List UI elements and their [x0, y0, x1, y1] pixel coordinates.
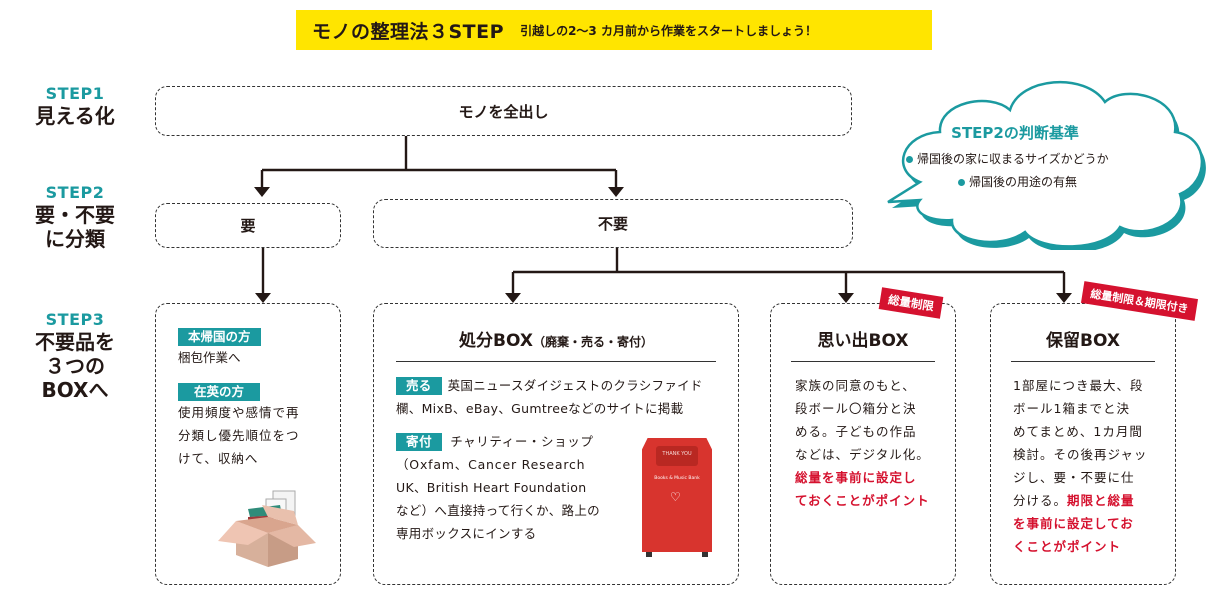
- all-out-box: モノを全出し: [155, 86, 852, 136]
- hold-line3: めてまとめ、1カ月間: [1013, 424, 1143, 439]
- tag-staying-uk: 在英の方: [178, 383, 261, 401]
- memory-divider: [791, 361, 935, 362]
- memory-line3: める。子どもの作品: [795, 424, 917, 439]
- cloud-item-1: 帰国後の家に収まるサイズかどうか: [906, 150, 1109, 167]
- returning-home-text: 梱包作業へ: [178, 350, 241, 365]
- donate-line5: 専用ボックスにインする: [396, 526, 537, 541]
- cloud-item-2: 帰国後の用途の有無: [958, 173, 1077, 190]
- hold-line6-plain: 分ける。: [1013, 493, 1068, 508]
- memory-red-line1: 総量を事前に設定し: [795, 470, 917, 485]
- hold-line4: 検討。その後再ジャッ: [1013, 447, 1148, 462]
- disposal-title-text: 処分BOX: [459, 331, 533, 351]
- cloud-title: STEP2の判断基準: [951, 124, 1079, 142]
- step2-text-line2: に分類: [45, 227, 105, 251]
- staying-uk-line3: けて、収納へ: [178, 451, 259, 466]
- arrowhead-needed: [254, 187, 270, 197]
- bin-thank-you-text: THANK YOU: [662, 451, 692, 457]
- needed-box: 要: [155, 203, 341, 248]
- tag-sell: 売る: [396, 377, 442, 395]
- disposal-title-note: （廃棄・売る・寄付）: [532, 335, 653, 349]
- memory-red-line2: ておくことがポイント: [795, 493, 930, 508]
- staying-uk-line1: 使用頻度や感情で再: [178, 405, 300, 420]
- tag-donate: 寄付: [396, 433, 443, 451]
- hold-red-line2: くことがポイント: [1013, 539, 1122, 554]
- cloud-item-1-text: 帰国後の家に収まるサイズかどうか: [917, 152, 1109, 166]
- step3-text-line3: BOXへ: [41, 378, 109, 402]
- donate-section: 寄付チャリティー・ショップ: [396, 430, 716, 453]
- cardboard-box-illustration: [218, 490, 316, 567]
- memory-box-title: 思い出BOX: [817, 331, 909, 351]
- step2-label: STEP2 要・不要 に分類: [0, 183, 150, 251]
- needed-storage-box: 本帰国の方 梱包作業へ 在英の方 使用頻度や感情で再 分類し優先順位をつ けて、…: [155, 303, 341, 585]
- cloud-item-2-text: 帰国後の用途の有無: [969, 175, 1078, 189]
- bin-books-text: Books & Music Bank: [654, 476, 700, 481]
- hold-line2: ボール1箱までと決: [1013, 401, 1130, 416]
- arrowhead-disposal: [505, 293, 521, 303]
- disposal-divider: [396, 361, 716, 362]
- memory-line1: 家族の同意のもと、: [795, 378, 916, 393]
- hold-line5: ジし、要・不要に仕: [1013, 470, 1135, 485]
- memory-line4: などは、デジタル化。: [795, 447, 930, 462]
- hold-divider: [1011, 361, 1155, 362]
- sell-line1: 英国ニュースダイジェストのクラシファイド: [447, 378, 703, 393]
- all-out-label: モノを全出し: [458, 102, 549, 121]
- title-banner: モノの整理法３STEP 引越しの2～3 カ月前から作業をスタートしましょう！: [296, 10, 932, 50]
- step3-label: STEP3 不要品を ３つの BOXへ: [0, 310, 150, 402]
- hold-red-line1: を事前に設定してお: [1013, 516, 1134, 531]
- sell-section: 売る英国ニュースダイジェストのクラシファイド: [396, 374, 716, 397]
- bullet-icon: [958, 179, 965, 186]
- step2-text-line1: 要・不要: [35, 203, 115, 227]
- arrowhead-needed-box: [255, 293, 271, 303]
- donate-line4: など）へ直接持って行くか、路上の: [396, 503, 600, 518]
- memory-box: 思い出BOX 家族の同意のもと、 段ボール〇箱分と決 める。子どもの作品 などは…: [770, 303, 956, 585]
- hold-line6: 分ける。期限と総量: [1013, 489, 1175, 512]
- tag-returning-home: 本帰国の方: [178, 328, 261, 346]
- disposal-box: 処分BOX（廃棄・売る・寄付） 売る英国ニュースダイジェストのクラシファイド 欄…: [373, 303, 739, 585]
- cloud-body: [887, 80, 1204, 248]
- needed-label: 要: [240, 217, 256, 235]
- arrowhead-unneeded: [608, 187, 624, 197]
- step3-number: STEP3: [45, 310, 105, 329]
- charity-bin-photo: THANK YOU Books & Music Bank ♡: [638, 436, 716, 558]
- step3-text-line1: 不要品を: [35, 330, 115, 354]
- unneeded-label: 不要: [597, 215, 628, 233]
- hold-box-title: 保留BOX: [1046, 331, 1120, 351]
- sell-line2: 欄、MixB、eBay、Gumtreeなどのサイトに掲載: [396, 401, 684, 416]
- criteria-cloud: [887, 80, 1206, 250]
- hold-box: 保留BOX 1部屋につき最大、段 ボール1箱までと決 めてまとめ、1カ月間 検討…: [990, 303, 1176, 585]
- donate-line3: UK、British Heart Foundation: [396, 480, 587, 495]
- arrowhead-memory: [838, 293, 854, 303]
- step2-number: STEP2: [45, 183, 105, 202]
- donate-line2: （Oxfam、Cancer Research: [396, 457, 586, 472]
- donate-line1: チャリティー・ショップ: [450, 434, 594, 449]
- banner-subtitle: 引越しの2～3 カ月前から作業をスタートしましょう！: [520, 23, 817, 38]
- step3-text-line2: ３つの: [45, 354, 105, 378]
- unneeded-box: 不要: [373, 199, 853, 248]
- hold-line6-red: 期限と総量: [1067, 493, 1135, 508]
- hold-line1: 1部屋につき最大、段: [1013, 378, 1144, 393]
- disposal-box-title: 処分BOX（廃棄・売る・寄付）: [396, 326, 716, 351]
- step1-number: STEP1: [45, 84, 105, 103]
- step1-label: STEP1 見える化: [0, 84, 150, 128]
- banner-title: モノの整理法３STEP: [312, 20, 505, 43]
- step1-text: 見える化: [35, 104, 115, 128]
- heart-icon: ♡: [670, 490, 681, 504]
- arrowhead-hold: [1056, 293, 1072, 303]
- staying-uk-line2: 分類し優先順位をつ: [178, 428, 300, 443]
- memory-line2: 段ボール〇箱分と決: [795, 401, 917, 416]
- bullet-icon: [906, 156, 913, 163]
